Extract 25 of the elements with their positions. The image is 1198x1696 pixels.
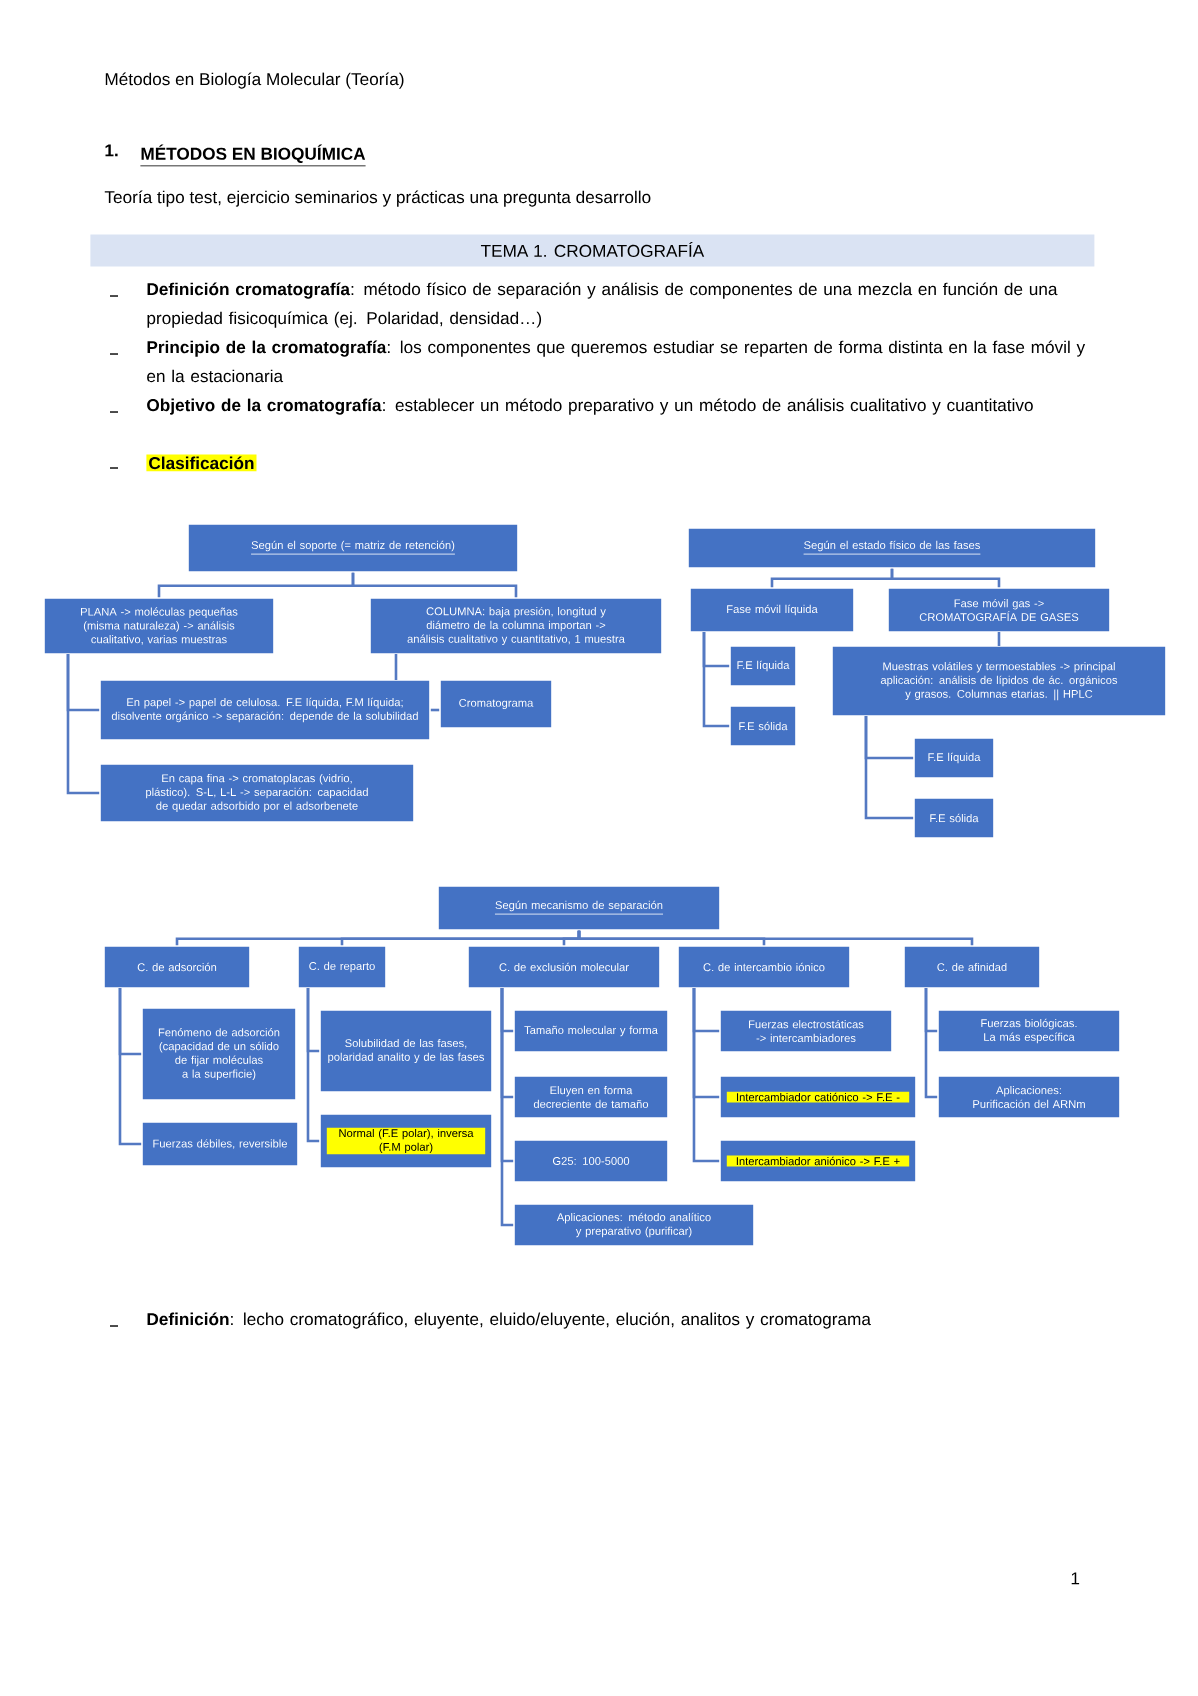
connector-line: [500, 988, 514, 1227]
connector-line: [692, 988, 720, 1163]
bullet-text: Definición cromatografía: método físico de separación y análisis de componentes de una mezcla en función de una propiedad fisicoquímica (ej. Polaridad, densidad…): [147, 282, 1058, 328]
connector-line: [306, 988, 320, 1143]
section-heading: TEMA 1. CROMATOGRAFÍA: [90, 234, 1095, 267]
bullet-text: Objetivo de la cromatografía: establecer un método preparativo y un método de análisis cualitativo y cuantitativo: [147, 398, 1033, 415]
connector-line: [118, 988, 142, 1146]
connector-line: [702, 632, 730, 728]
connector-line: [351, 572, 518, 598]
page-header: Métodos en Biología Molecular (Teoría): [105, 72, 404, 89]
connector-line: [890, 568, 1001, 588]
heading: MÉTODOS EN BIOQUÍMICA: [140, 144, 366, 167]
text-line: Teoría tipo test, ejercicio seminarios y prácticas una pregunta desarrollo: [104, 190, 651, 207]
bullet-text: Definición: lecho cromatográfico, eluyente, eluido/eluyente, elución, analitos y cromatograma: [147, 1312, 871, 1329]
connector-line: [577, 930, 974, 946]
connector-line: [997, 632, 1001, 646]
connector-line: [864, 716, 914, 820]
connector-line: [66, 654, 100, 795]
connector-line: [394, 654, 398, 680]
bullet-text: Clasificación: [146, 454, 257, 472]
page-number: 1: [1071, 1572, 1080, 1585]
heading-number: 1.: [105, 144, 118, 157]
bullet-text: Principio de la cromatografía: los componentes que queremos estudiar se reparten de forma distinta en la fase móvil y en la estacionaria: [147, 340, 1086, 383]
connector-line: [430, 708, 440, 712]
connector-line: [924, 988, 938, 1099]
